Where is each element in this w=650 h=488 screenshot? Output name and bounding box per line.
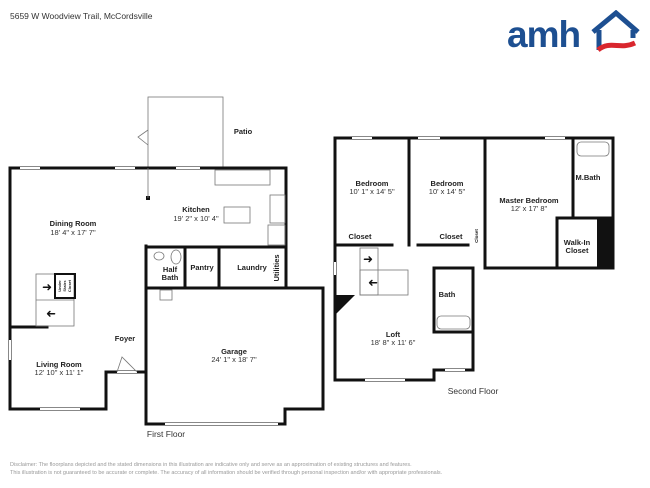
bath-label: Bath [439, 290, 456, 299]
first-floor-title: First Floor [147, 429, 185, 439]
loft-label: Loft [386, 330, 401, 339]
laundry-label: Laundry [237, 263, 267, 272]
stairs-down-arrow-icon: ➜ [46, 307, 56, 321]
kitchen-label: Kitchen [182, 205, 210, 214]
master-bedroom-dimensions: 12' x 17' 8" [511, 204, 548, 213]
patio-door-swing [137, 129, 149, 146]
disclaimer-line-2: This illustration is not guaranteed to b… [10, 470, 443, 476]
bedroom-1-label: Bedroom [356, 179, 389, 188]
closet-2-label: Closet [440, 232, 463, 241]
second-floor-stairs: ➜ ➜ [359, 247, 409, 296]
bedroom-1-dimensions: 10' 1" x 14' 5" [349, 187, 395, 196]
under-stairs-label-2: Stairs [62, 280, 67, 292]
pantry-label: Pantry [190, 263, 214, 272]
amh-logo: amh [505, 10, 640, 55]
utilities-label: Utilities [272, 254, 281, 281]
master-bathtub [576, 141, 610, 157]
wall-chase [597, 218, 613, 268]
bedroom-2-label: Bedroom [431, 179, 464, 188]
first-floor-plan: ➜ ➜ Patio Dining Room 18' 4" x 17' 7" Ki… [8, 96, 325, 439]
second-floor-plan: ➜ ➜ Bedroom 10' 1" x 14' 5" Bedroom 10' … [333, 136, 615, 396]
kitchen-counter [214, 169, 271, 186]
dining-room-label: Dining Room [50, 219, 97, 228]
loft-dimensions: 18' 8" x 11' 6" [371, 338, 416, 347]
foyer-label: Foyer [115, 334, 136, 343]
walk-in-closet-label-2: Closet [566, 246, 589, 255]
master-bedroom-label: Master Bedroom [499, 196, 559, 205]
garage-dimensions: 24' 1" x 18' 7" [211, 355, 257, 364]
kitchen-island [223, 206, 251, 224]
second-floor-title: Second Floor [448, 386, 499, 396]
living-room-dimensions: 12' 10" x 11' 1" [35, 368, 84, 377]
half-bath-label-2: Bath [162, 273, 179, 282]
bathtub [436, 315, 471, 330]
walk-in-closet-label: Walk-In [564, 238, 591, 247]
master-bath-label: M.Bath [576, 173, 601, 182]
under-stairs-label-3: Closet [67, 279, 72, 292]
property-address: 5659 W Woodview Trail, McCordsville [10, 11, 153, 21]
toilet [170, 249, 182, 265]
stairs-down-arrow-icon: ➜ [368, 276, 378, 290]
stove [269, 194, 286, 224]
stairs-up-arrow-icon: ➜ [42, 280, 52, 294]
bedroom-2-dimensions: 10' x 14' 5" [429, 187, 466, 196]
dining-room-dimensions: 18' 4" x 17' 7" [50, 228, 96, 237]
under-stairs-label-1: Under [57, 280, 62, 292]
kitchen-dimensions: 19' 2" x 10' 4" [173, 214, 219, 223]
garage-label: Garage [221, 347, 247, 356]
half-bath-label: Half [163, 265, 178, 274]
disclaimer-line-1: Disclaimer: The floorplans depicted and … [10, 462, 412, 468]
half-bath-sink [153, 251, 165, 261]
garage-sink [159, 289, 173, 301]
patio-label: Patio [234, 127, 253, 136]
stairs-up-arrow-icon: ➜ [363, 252, 373, 266]
house-roof-icon [591, 10, 640, 53]
refrigerator [267, 224, 286, 246]
closet-3-label: Closet [474, 229, 479, 243]
living-room-label: Living Room [36, 360, 82, 369]
patio-outline [147, 96, 224, 169]
logo-text: amh [507, 14, 581, 55]
front-door-swing [116, 356, 138, 373]
closet-1-label: Closet [349, 232, 372, 241]
